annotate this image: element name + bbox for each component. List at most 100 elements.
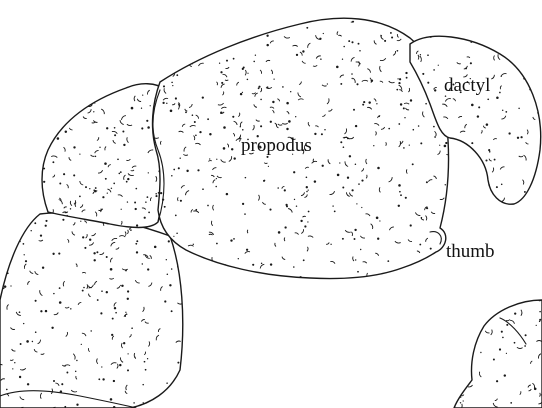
stipple-mark (418, 28, 419, 33)
stipple-mark (454, 397, 456, 399)
stipple-mark (175, 215, 177, 217)
stipple-mark (413, 129, 415, 131)
stipple-mark (50, 114, 51, 118)
stipple-mark (368, 101, 370, 103)
stipple-mark (533, 72, 535, 74)
stipple-mark (455, 345, 457, 347)
stipple-mark (479, 309, 480, 310)
stipple-mark (209, 133, 211, 135)
stipple-mark (185, 37, 191, 38)
stipple-mark (247, 79, 249, 81)
stipple-mark (62, 219, 64, 221)
stipple-mark (434, 89, 436, 91)
stipple-mark (119, 364, 121, 366)
stipple-mark (120, 171, 122, 173)
stipple-mark (79, 196, 81, 198)
stipple-mark (176, 394, 179, 395)
stipple-mark (144, 217, 146, 219)
stipple-mark (58, 253, 60, 255)
stipple-mark (216, 28, 217, 29)
stipple-mark (166, 392, 171, 394)
stipple-mark (44, 133, 45, 134)
stipple-mark (405, 72, 407, 74)
stipple-mark (479, 37, 483, 39)
stipple-mark (255, 55, 256, 56)
stipple-mark (233, 238, 235, 240)
stipple-mark (176, 74, 178, 76)
stipple-mark (294, 199, 295, 200)
stipple-mark (409, 34, 411, 36)
stipple-mark (147, 196, 149, 198)
stipple-mark (166, 103, 167, 104)
stipple-mark (242, 203, 244, 205)
stipple-mark (240, 93, 242, 95)
stipple-mark (185, 31, 187, 33)
stipple-mark (389, 279, 391, 281)
stipple-mark (358, 43, 360, 45)
stipple-mark (97, 299, 99, 301)
stipple-mark (377, 238, 379, 240)
stipple-mark (425, 103, 427, 105)
stipple-mark (104, 162, 107, 165)
stipple-mark (167, 274, 169, 276)
stipple-mark (371, 80, 373, 82)
stipple-mark (308, 189, 309, 190)
stipple-mark (456, 378, 458, 380)
stipple-mark (23, 243, 25, 245)
stipple-mark (306, 191, 308, 193)
stipple-mark (308, 211, 310, 213)
stipple-mark (351, 41, 353, 43)
stipple-mark (84, 247, 86, 249)
stipple-mark (379, 116, 380, 117)
stipple-mark (242, 129, 244, 131)
stipple-mark (220, 71, 222, 73)
stipple-mark (9, 240, 12, 242)
carpus-outline (42, 84, 166, 228)
stipple-mark (136, 224, 138, 226)
stipple-mark (539, 321, 540, 322)
stipple-mark (494, 159, 496, 161)
stipple-mark (299, 276, 302, 279)
stipple-mark (73, 146, 75, 148)
stipple-mark (539, 311, 541, 313)
stipple-mark (126, 181, 128, 183)
stipple-mark (39, 205, 40, 209)
stipple-mark (66, 372, 68, 374)
stipple-mark (493, 358, 495, 360)
stipple-mark (196, 29, 198, 31)
stipple-mark (288, 120, 291, 123)
stipple-mark (181, 38, 186, 39)
stipple-mark (59, 301, 62, 304)
stipple-mark (324, 129, 325, 130)
stipple-mark (19, 311, 21, 313)
stipple-mark (513, 54, 515, 56)
stipple-mark (207, 118, 209, 120)
stipple-mark (122, 130, 124, 132)
stipple-mark (447, 193, 448, 199)
stipple-mark (412, 28, 413, 29)
stipple-mark (39, 85, 44, 88)
stipple-mark (25, 260, 27, 262)
stipple-mark (64, 406, 66, 408)
stipple-mark (105, 178, 107, 180)
stipple-mark (12, 368, 13, 369)
stipple-mark (270, 263, 272, 265)
stipple-mark (505, 111, 507, 113)
stipple-mark (452, 329, 454, 331)
stipple-mark (530, 197, 531, 198)
stipple-mark (470, 62, 472, 64)
stipple-mark (0, 233, 1, 234)
stipple-mark (142, 263, 143, 264)
stipple-mark (357, 271, 359, 273)
stipple-mark (73, 174, 75, 176)
stipple-mark (164, 300, 166, 302)
stipple-mark (123, 144, 125, 146)
stipple-mark (404, 117, 405, 118)
stipple-mark (176, 233, 178, 235)
stipple-mark (181, 263, 187, 264)
stipple-mark (489, 316, 491, 318)
stipple-mark (101, 290, 103, 292)
stipple-mark (52, 253, 54, 255)
stipple-mark (282, 86, 284, 88)
stipple-mark (450, 231, 454, 232)
